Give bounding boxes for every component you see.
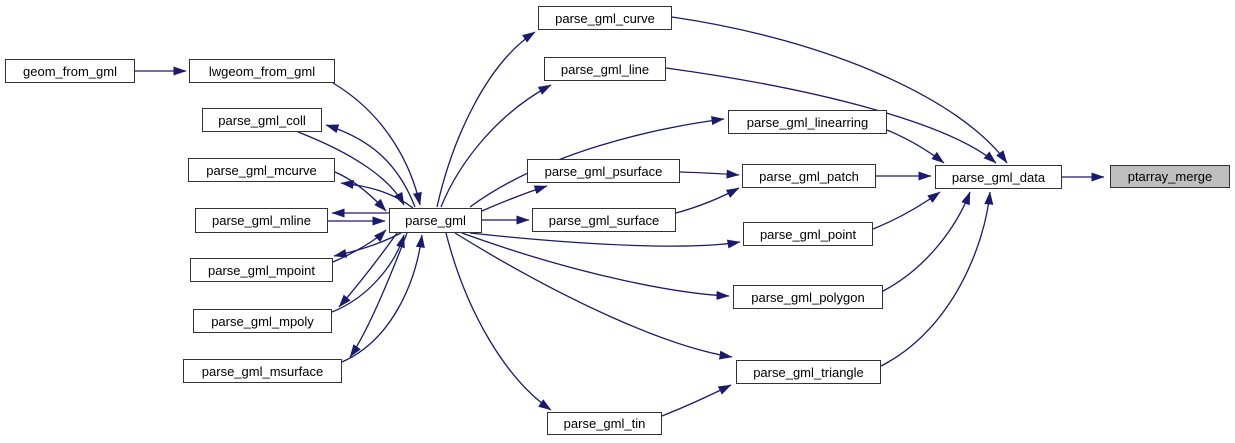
node-parse-gml-msurface[interactable]: parse_gml_msurface — [183, 359, 342, 383]
node-geom-from-gml[interactable]: geom_from_gml — [5, 59, 135, 83]
edge-lwgeom_from_gml-to-parse_gml — [332, 82, 422, 206]
edge-parse_gml-to-parse_gml_msurface — [349, 232, 408, 358]
node-parse-gml-patch[interactable]: parse_gml_patch — [742, 164, 876, 188]
node-parse-gml-linearring[interactable]: parse_gml_linearring — [728, 110, 887, 134]
node-parse-gml-polygon[interactable]: parse_gml_polygon — [733, 285, 883, 309]
edge-parse_gml-to-parse_gml_coll — [325, 124, 416, 208]
node-parse-gml-point[interactable]: parse_gml_point — [743, 222, 873, 246]
node-parse-gml-surface[interactable]: parse_gml_surface — [532, 208, 676, 232]
edge-parse_gml-to-parse_gml_curve — [436, 31, 536, 208]
node-parse-gml-mpoly[interactable]: parse_gml_mpoly — [193, 309, 332, 333]
edge-parse_gml-to-parse_gml_mpoly — [338, 232, 398, 308]
edge-parse_gml-to-parse_gml_polygon — [461, 232, 730, 300]
node-parse-gml-data[interactable]: parse_gml_data — [935, 165, 1062, 189]
edge-parse_gml-to-parse_gml_point — [469, 232, 741, 249]
node-lwgeom-from-gml[interactable]: lwgeom_from_gml — [189, 59, 335, 83]
edge-parse_gml_triangle-to-parse_gml_data — [880, 191, 994, 367]
edge-parse_gml_point-to-parse_gml_data — [872, 191, 941, 230]
node-parse-gml-mpoint[interactable]: parse_gml_mpoint — [190, 258, 333, 282]
edge-parse_gml-to-parse_gml_psurface — [481, 185, 548, 212]
edge-parse_gml_psurface-to-parse_gml_patch — [679, 169, 740, 179]
node-parse-gml-curve[interactable]: parse_gml_curve — [538, 6, 672, 30]
node-parse-gml-mcurve[interactable]: parse_gml_mcurve — [188, 158, 335, 182]
node-parse-gml-line[interactable]: parse_gml_line — [544, 57, 666, 81]
node-ptarray-merge: ptarray_merge — [1110, 165, 1230, 188]
edge-parse_gml-to-parse_gml_triangle — [454, 232, 733, 360]
edge-parse_gml_coll-to-parse_gml — [297, 131, 405, 206]
edge-parse_gml_surface-to-parse_gml_patch — [675, 187, 740, 214]
edge-parse_gml_line-to-parse_gml_data — [665, 67, 997, 164]
node-parse-gml[interactable]: parse_gml — [389, 208, 482, 233]
edge-parse_gml-to-parse_gml_line — [440, 84, 552, 208]
edge-parse_gml-to-parse_gml_linearring — [469, 116, 725, 208]
edge-parse_gml_tin-to-parse_gml_triangle — [661, 384, 732, 417]
edge-parse_gml-to-parse_gml_mcurve — [340, 179, 414, 209]
edge-parse_gml_linearring-to-parse_gml_data — [886, 129, 945, 164]
node-parse-gml-psurface[interactable]: parse_gml_psurface — [527, 159, 680, 183]
edge-parse_gml_curve-to-parse_gml_data — [671, 16, 1008, 164]
node-parse-gml-triangle[interactable]: parse_gml_triangle — [736, 360, 881, 384]
edge-parse_gml-to-parse_gml_tin — [445, 232, 552, 411]
edge-parse_gml_polygon-to-parse_gml_data — [882, 191, 971, 292]
node-parse-gml-tin[interactable]: parse_gml_tin — [547, 412, 662, 435]
node-parse-gml-mline[interactable]: parse_gml_mline — [195, 208, 328, 233]
node-parse-gml-coll[interactable]: parse_gml_coll — [202, 108, 322, 132]
edge-parse_gml_mcurve-to-parse_gml — [334, 171, 387, 212]
edge-parse_gml_mpoint-to-parse_gml — [332, 229, 387, 263]
